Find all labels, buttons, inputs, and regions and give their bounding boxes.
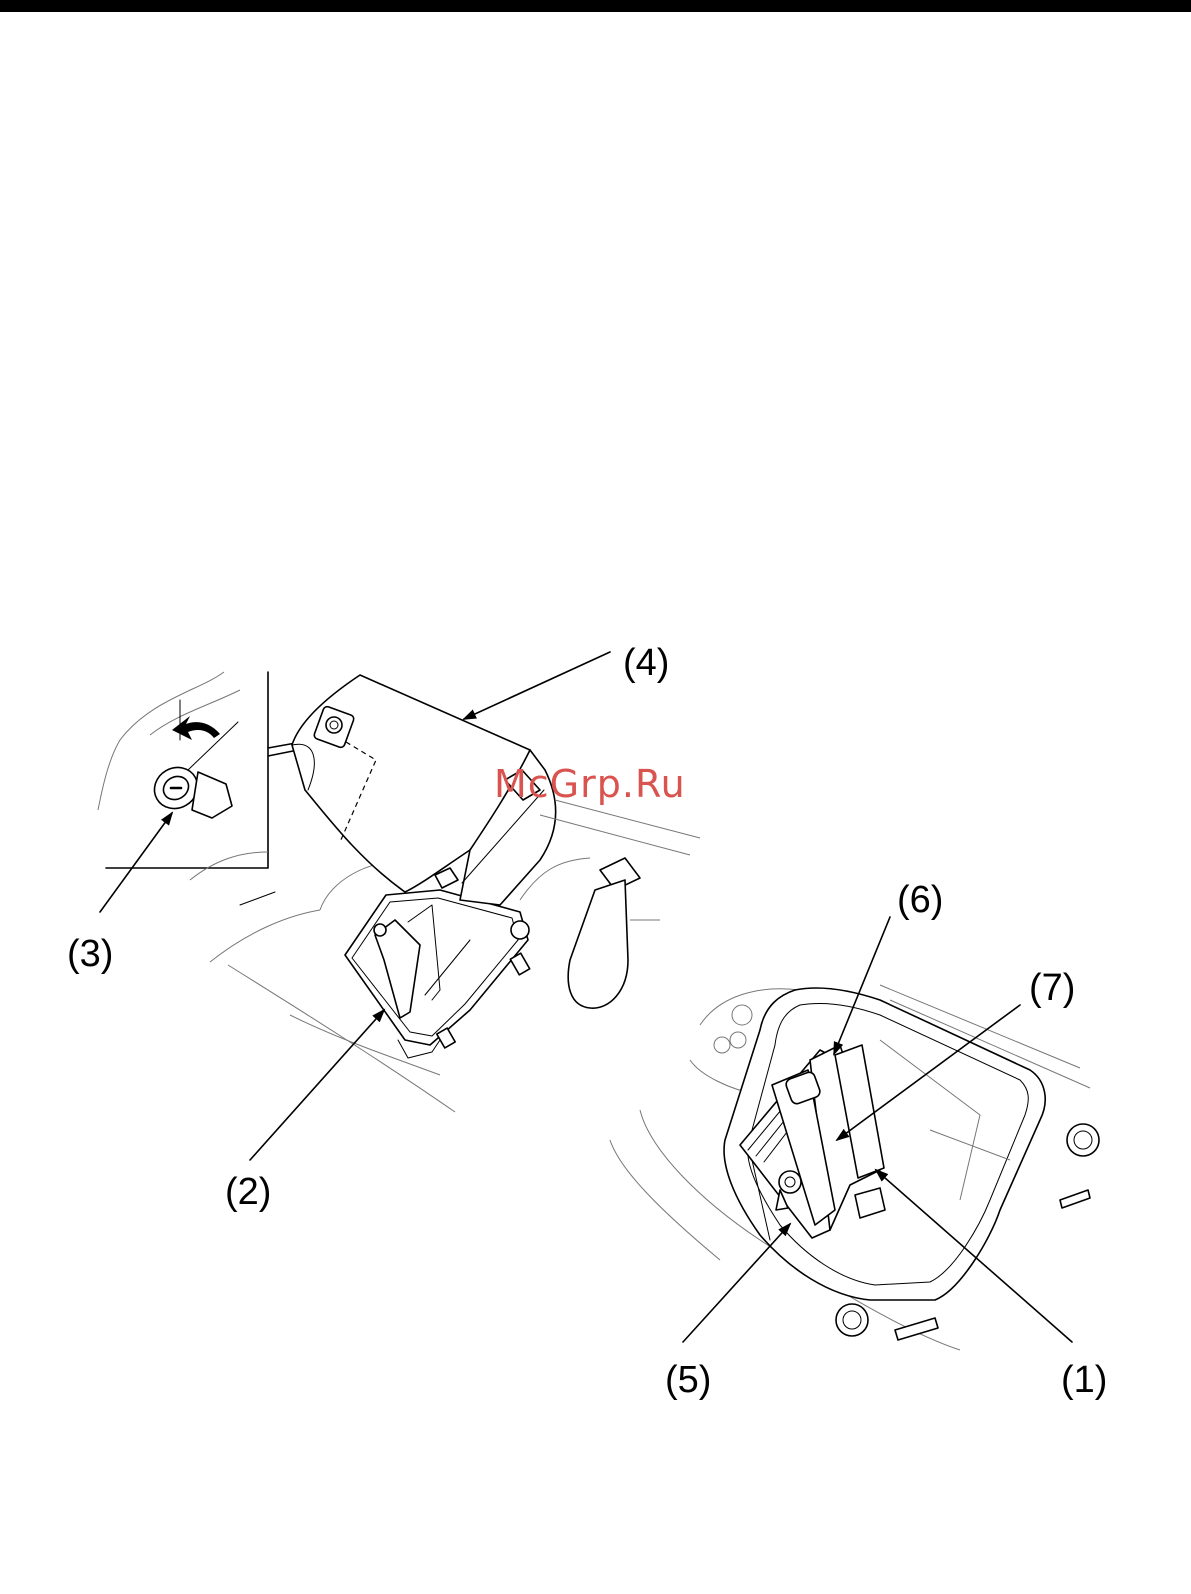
rotate-arrow-icon: [172, 716, 220, 740]
callout-3: (3): [67, 933, 113, 975]
right-illustration: [610, 917, 1099, 1350]
callout-2: (2): [225, 1171, 271, 1213]
leader-2: [250, 1010, 384, 1160]
watermark-text: McGrp.Ru: [494, 762, 686, 806]
callout-5: (5): [665, 1359, 711, 1401]
callout-7: (7): [1029, 967, 1075, 1009]
callout-6: (6): [897, 879, 943, 921]
shift-lever-knob: [568, 880, 628, 1008]
leader-4: [464, 652, 610, 719]
callout-1: (1): [1061, 1359, 1107, 1401]
leader-3: [100, 813, 172, 912]
callout-4: (4): [623, 642, 669, 684]
left-illustration: [98, 652, 700, 1160]
